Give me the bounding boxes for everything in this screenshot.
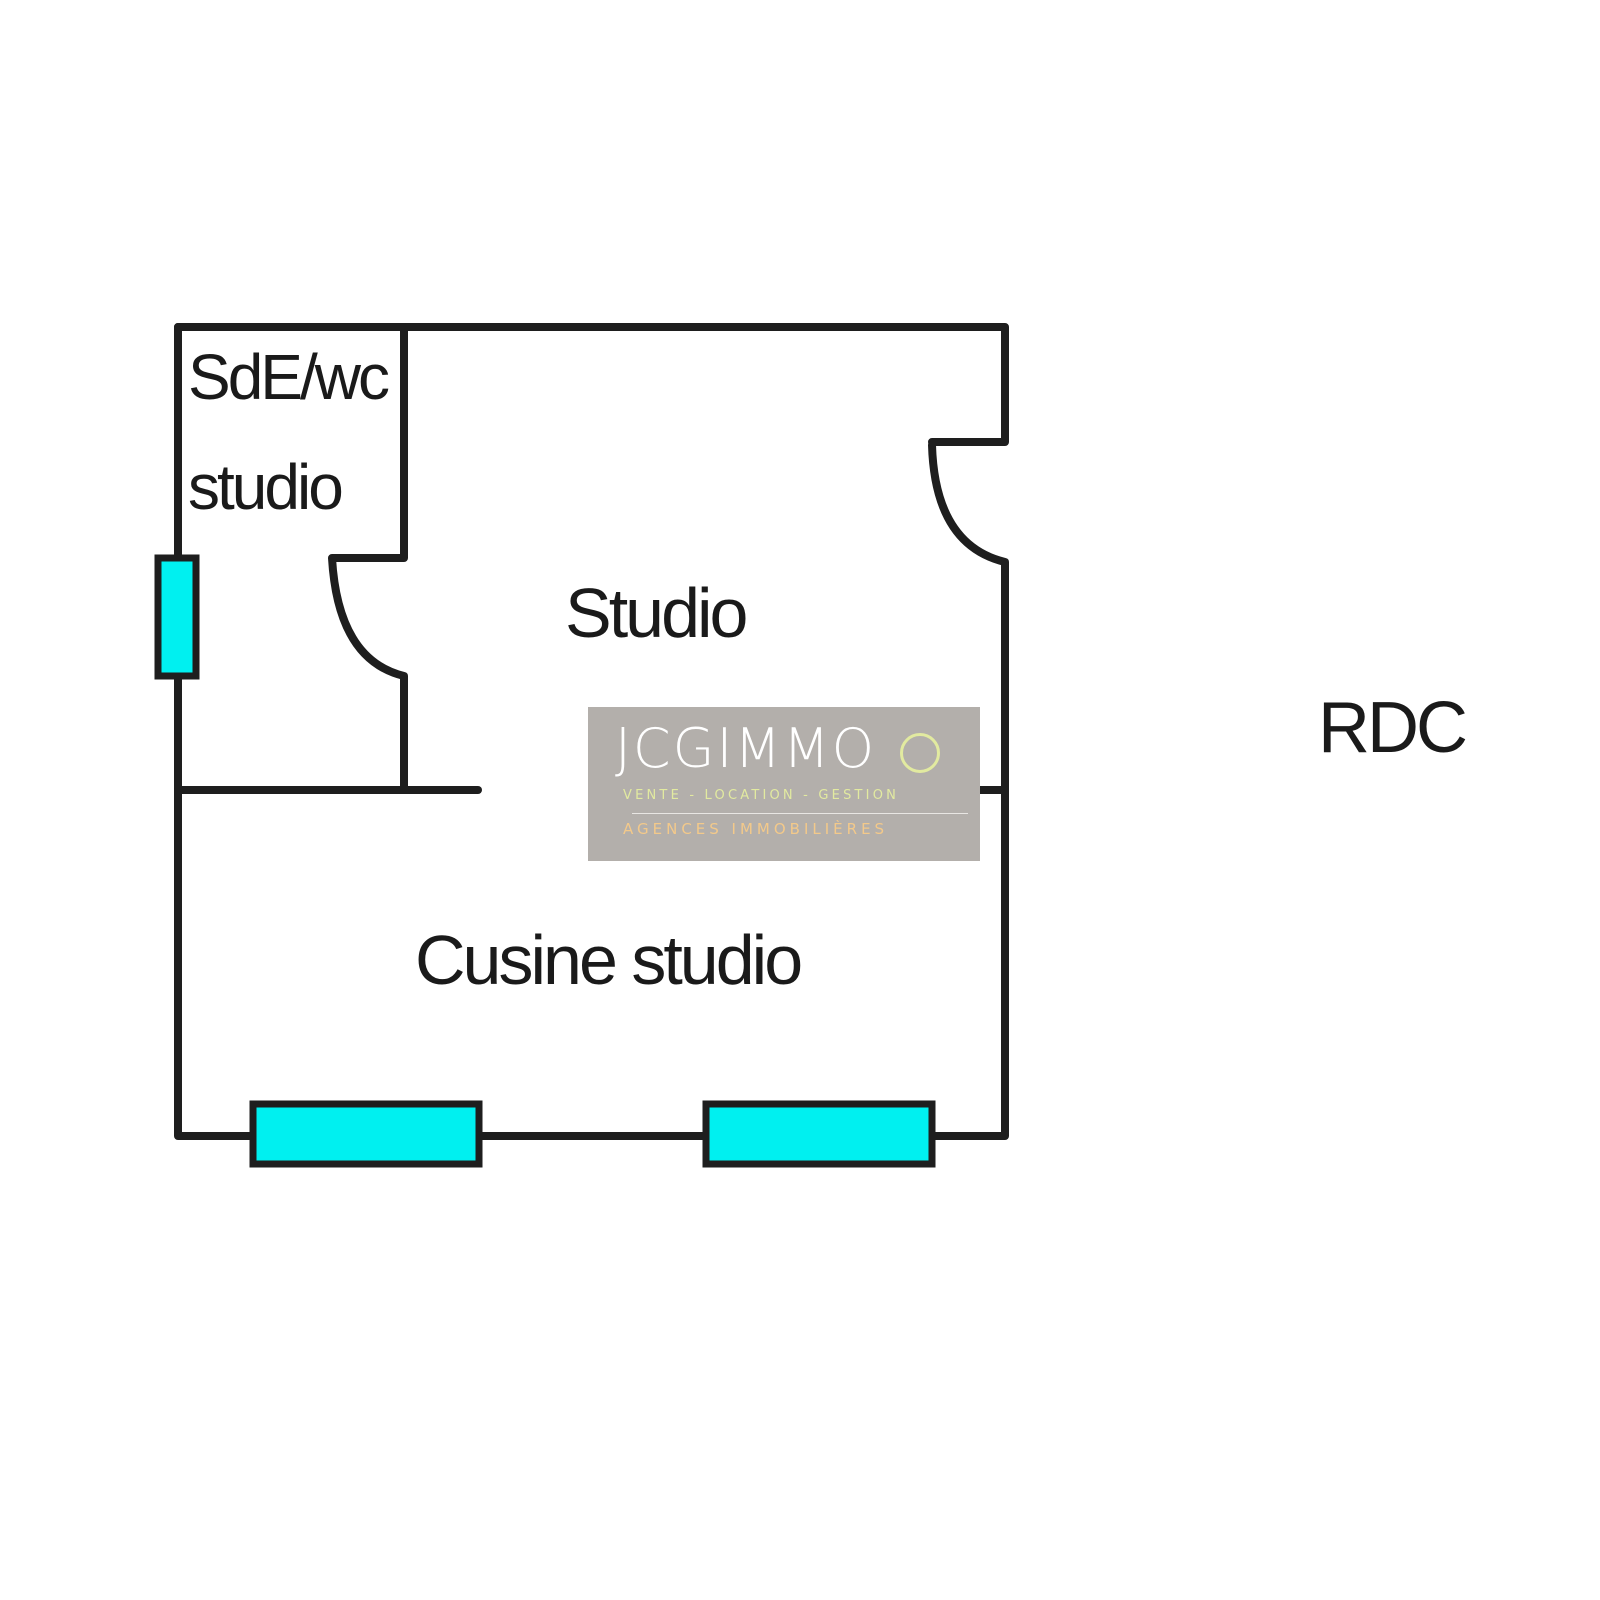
window-bottom-left — [249, 1100, 483, 1168]
logo-brand: JCGIMMO — [615, 717, 877, 780]
window-bottom-right — [702, 1100, 936, 1168]
logo-tagline: VENTE - LOCATION - GESTION — [623, 788, 900, 803]
logo-divider — [632, 813, 968, 814]
window-left — [154, 554, 200, 680]
windows — [154, 554, 936, 1168]
logo-subtitle: AGENCES IMMOBILIÈRES — [623, 820, 889, 838]
room-label-bathroom: SdE/wc — [188, 341, 390, 413]
level-label: RDC — [1318, 688, 1468, 768]
room-label-bathroom-line2: studio — [188, 451, 344, 523]
walls — [174, 323, 1009, 1140]
room-label-kitchen: Cusine studio — [415, 921, 803, 999]
house-icon — [900, 733, 940, 773]
watermark-logo — [588, 707, 980, 861]
room-label-studio: Studio — [565, 574, 748, 652]
